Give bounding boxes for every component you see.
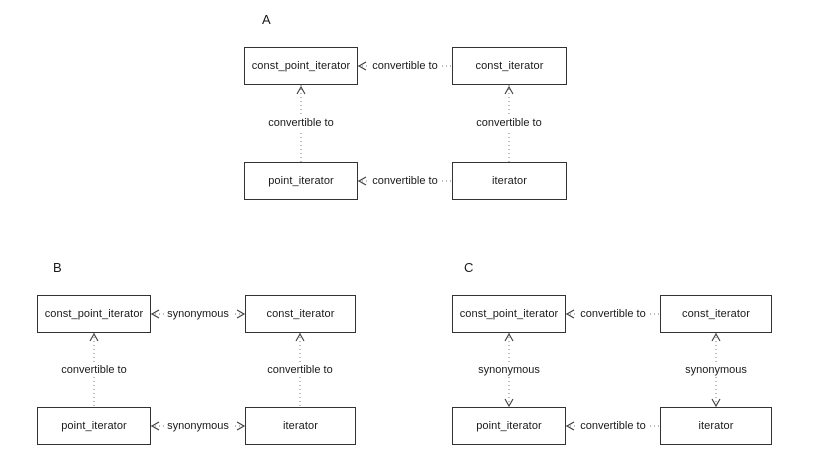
arrowhead-up <box>296 85 306 95</box>
node-iterator: iterator <box>452 162 567 200</box>
arrowhead-left <box>357 176 367 186</box>
edge-label-left: convertible to <box>58 363 130 377</box>
arrowhead-up <box>504 332 514 342</box>
edge-label-left: convertible to <box>265 116 337 130</box>
edge-label-left: synonymous <box>475 363 543 377</box>
arrowhead-up <box>711 332 721 342</box>
arrowhead-up <box>295 332 305 342</box>
node-iterator: iterator <box>245 407 356 445</box>
edge-label-top: convertible to <box>577 307 649 321</box>
arrowhead-down <box>504 398 514 408</box>
node-const-point-iterator: const_point_iterator <box>37 295 151 333</box>
arrowhead-right <box>236 309 246 319</box>
edge-label-right: synonymous <box>682 363 750 377</box>
node-iterator: iterator <box>660 407 772 445</box>
edge-label-top: convertible to <box>369 59 441 73</box>
edge-label-bottom: convertible to <box>369 174 441 188</box>
node-const-iterator: const_iterator <box>660 295 772 333</box>
arrowhead-up <box>504 85 514 95</box>
diagram-label: C <box>464 260 474 275</box>
arrowhead-left <box>357 61 367 71</box>
edge-label-bottom: convertible to <box>577 419 649 433</box>
diagram-label: A <box>262 12 271 27</box>
arrowhead-left <box>150 421 160 431</box>
node-const-point-iterator: const_point_iterator <box>244 47 358 85</box>
arrowhead-left <box>565 309 575 319</box>
node-const-iterator: const_iterator <box>452 47 567 85</box>
arrowhead-left <box>150 309 160 319</box>
edge-label-bottom: synonymous <box>164 419 232 433</box>
node-point-iterator: point_iterator <box>452 407 566 445</box>
node-const-point-iterator: const_point_iterator <box>452 295 566 333</box>
diagram-label: B <box>53 260 62 275</box>
edge-label-top: synonymous <box>164 307 232 321</box>
node-const-iterator: const_iterator <box>245 295 356 333</box>
arrowhead-down <box>711 398 721 408</box>
node-point-iterator: point_iterator <box>37 407 151 445</box>
arrowhead-right <box>236 421 246 431</box>
arrowhead-left <box>565 421 575 431</box>
node-point-iterator: point_iterator <box>244 162 358 200</box>
arrowhead-up <box>89 332 99 342</box>
edge-label-right: convertible to <box>264 363 336 377</box>
edge-label-right: convertible to <box>473 116 545 130</box>
